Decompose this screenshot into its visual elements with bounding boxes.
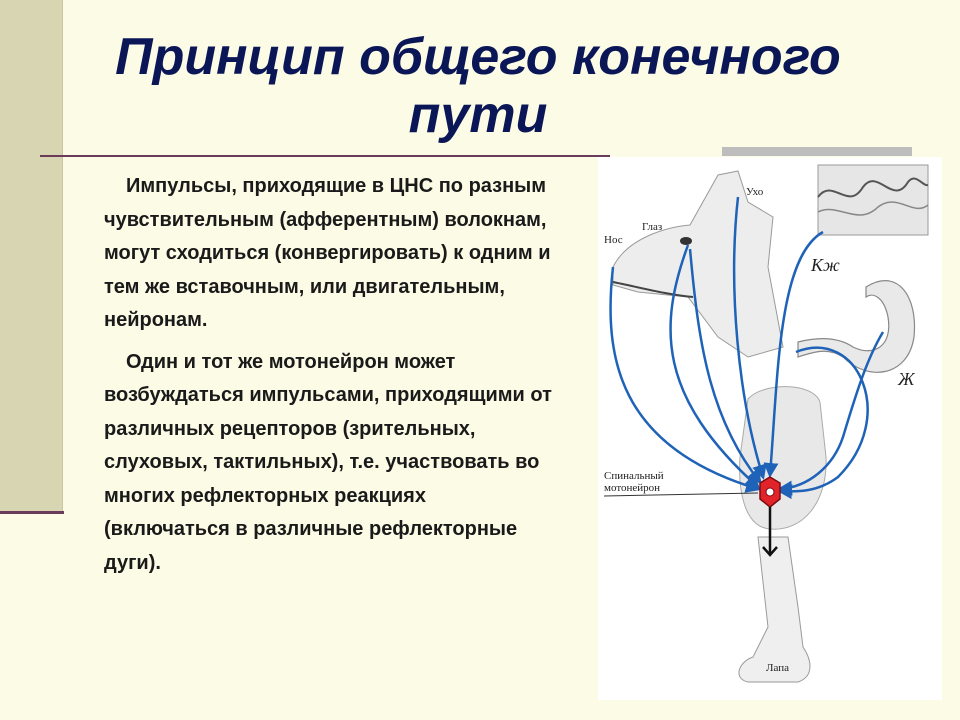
slide-body: Импульсы, приходящие в ЦНС по разным чув… [104,170,552,588]
label-stomach: Ж [898,369,915,389]
stomach-icon [797,280,916,373]
reflex-pathway-figure: Ухо Глаз Нос Кж Ж Спинальный мотонейрон … [598,157,942,700]
paragraph-convergence: Импульсы, приходящие в ЦНС по разным чув… [104,175,551,331]
paragraph-motoneuron: Один и тот же мотонейрон может возбуждат… [104,350,552,574]
figure-drawing [603,164,929,683]
label-ear: Ухо [746,186,764,198]
dog-leg-icon [738,536,811,683]
left-decor-line [0,511,64,514]
motoneuron-icon [603,476,781,557]
left-decor-band [0,0,63,514]
dog-head-icon [612,170,784,358]
label-paw: Лапа [766,662,789,674]
label-motoneuron: Спинальный мотонейрон [604,470,664,494]
label-skin: Кж [811,255,840,275]
figure-top-accent [722,147,912,156]
spinal-cord-icon [739,386,827,530]
slide-title: Принцип общего конечного пути [115,28,841,144]
skin-section-icon [817,164,929,236]
title-divider [40,155,610,157]
label-nose: Нос [604,234,623,246]
afferent-fibers [609,196,885,500]
label-eye: Глаз [642,221,663,233]
